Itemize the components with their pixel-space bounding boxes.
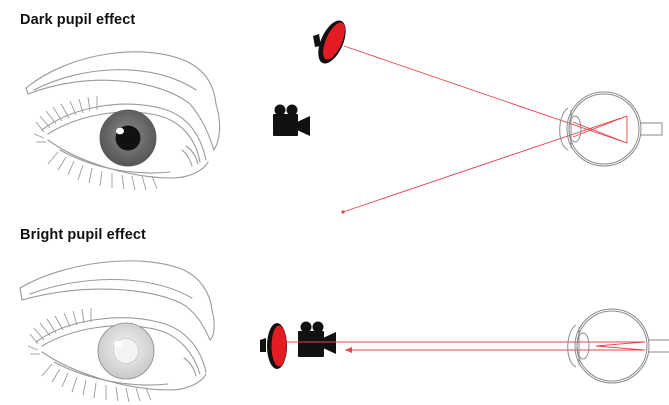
bright-eyeball-cross-section-icon <box>567 308 669 384</box>
dark-eye-upper-lashes <box>33 96 98 143</box>
bright-eye-lower-lashes <box>41 363 152 403</box>
bright-ray-arrowhead <box>345 347 352 353</box>
bright-pupil-title: Bright pupil effect <box>20 227 146 243</box>
dark-pupil-title: Dark pupil effect <box>20 12 136 28</box>
dark-illuminator-icon <box>313 20 346 64</box>
dark-video-camera-icon <box>273 104 310 136</box>
bright-eye-front-view-icon <box>19 260 215 391</box>
bright-light-rays <box>287 341 646 351</box>
dark-eyeball-cross-section-icon <box>559 91 663 167</box>
dark-iris-pupil <box>99 109 157 167</box>
dark-light-rays <box>342 45 628 213</box>
dark-eye-front-view-icon <box>25 51 221 179</box>
bright-iris-pupil <box>97 322 155 380</box>
bright-video-camera-icon <box>298 321 336 357</box>
bright-illuminator-icon <box>260 323 287 369</box>
dark-eye-lower-lashes <box>47 151 158 191</box>
dark-ray-endpoint <box>341 210 345 214</box>
bright-eye-upper-lashes <box>27 308 92 355</box>
